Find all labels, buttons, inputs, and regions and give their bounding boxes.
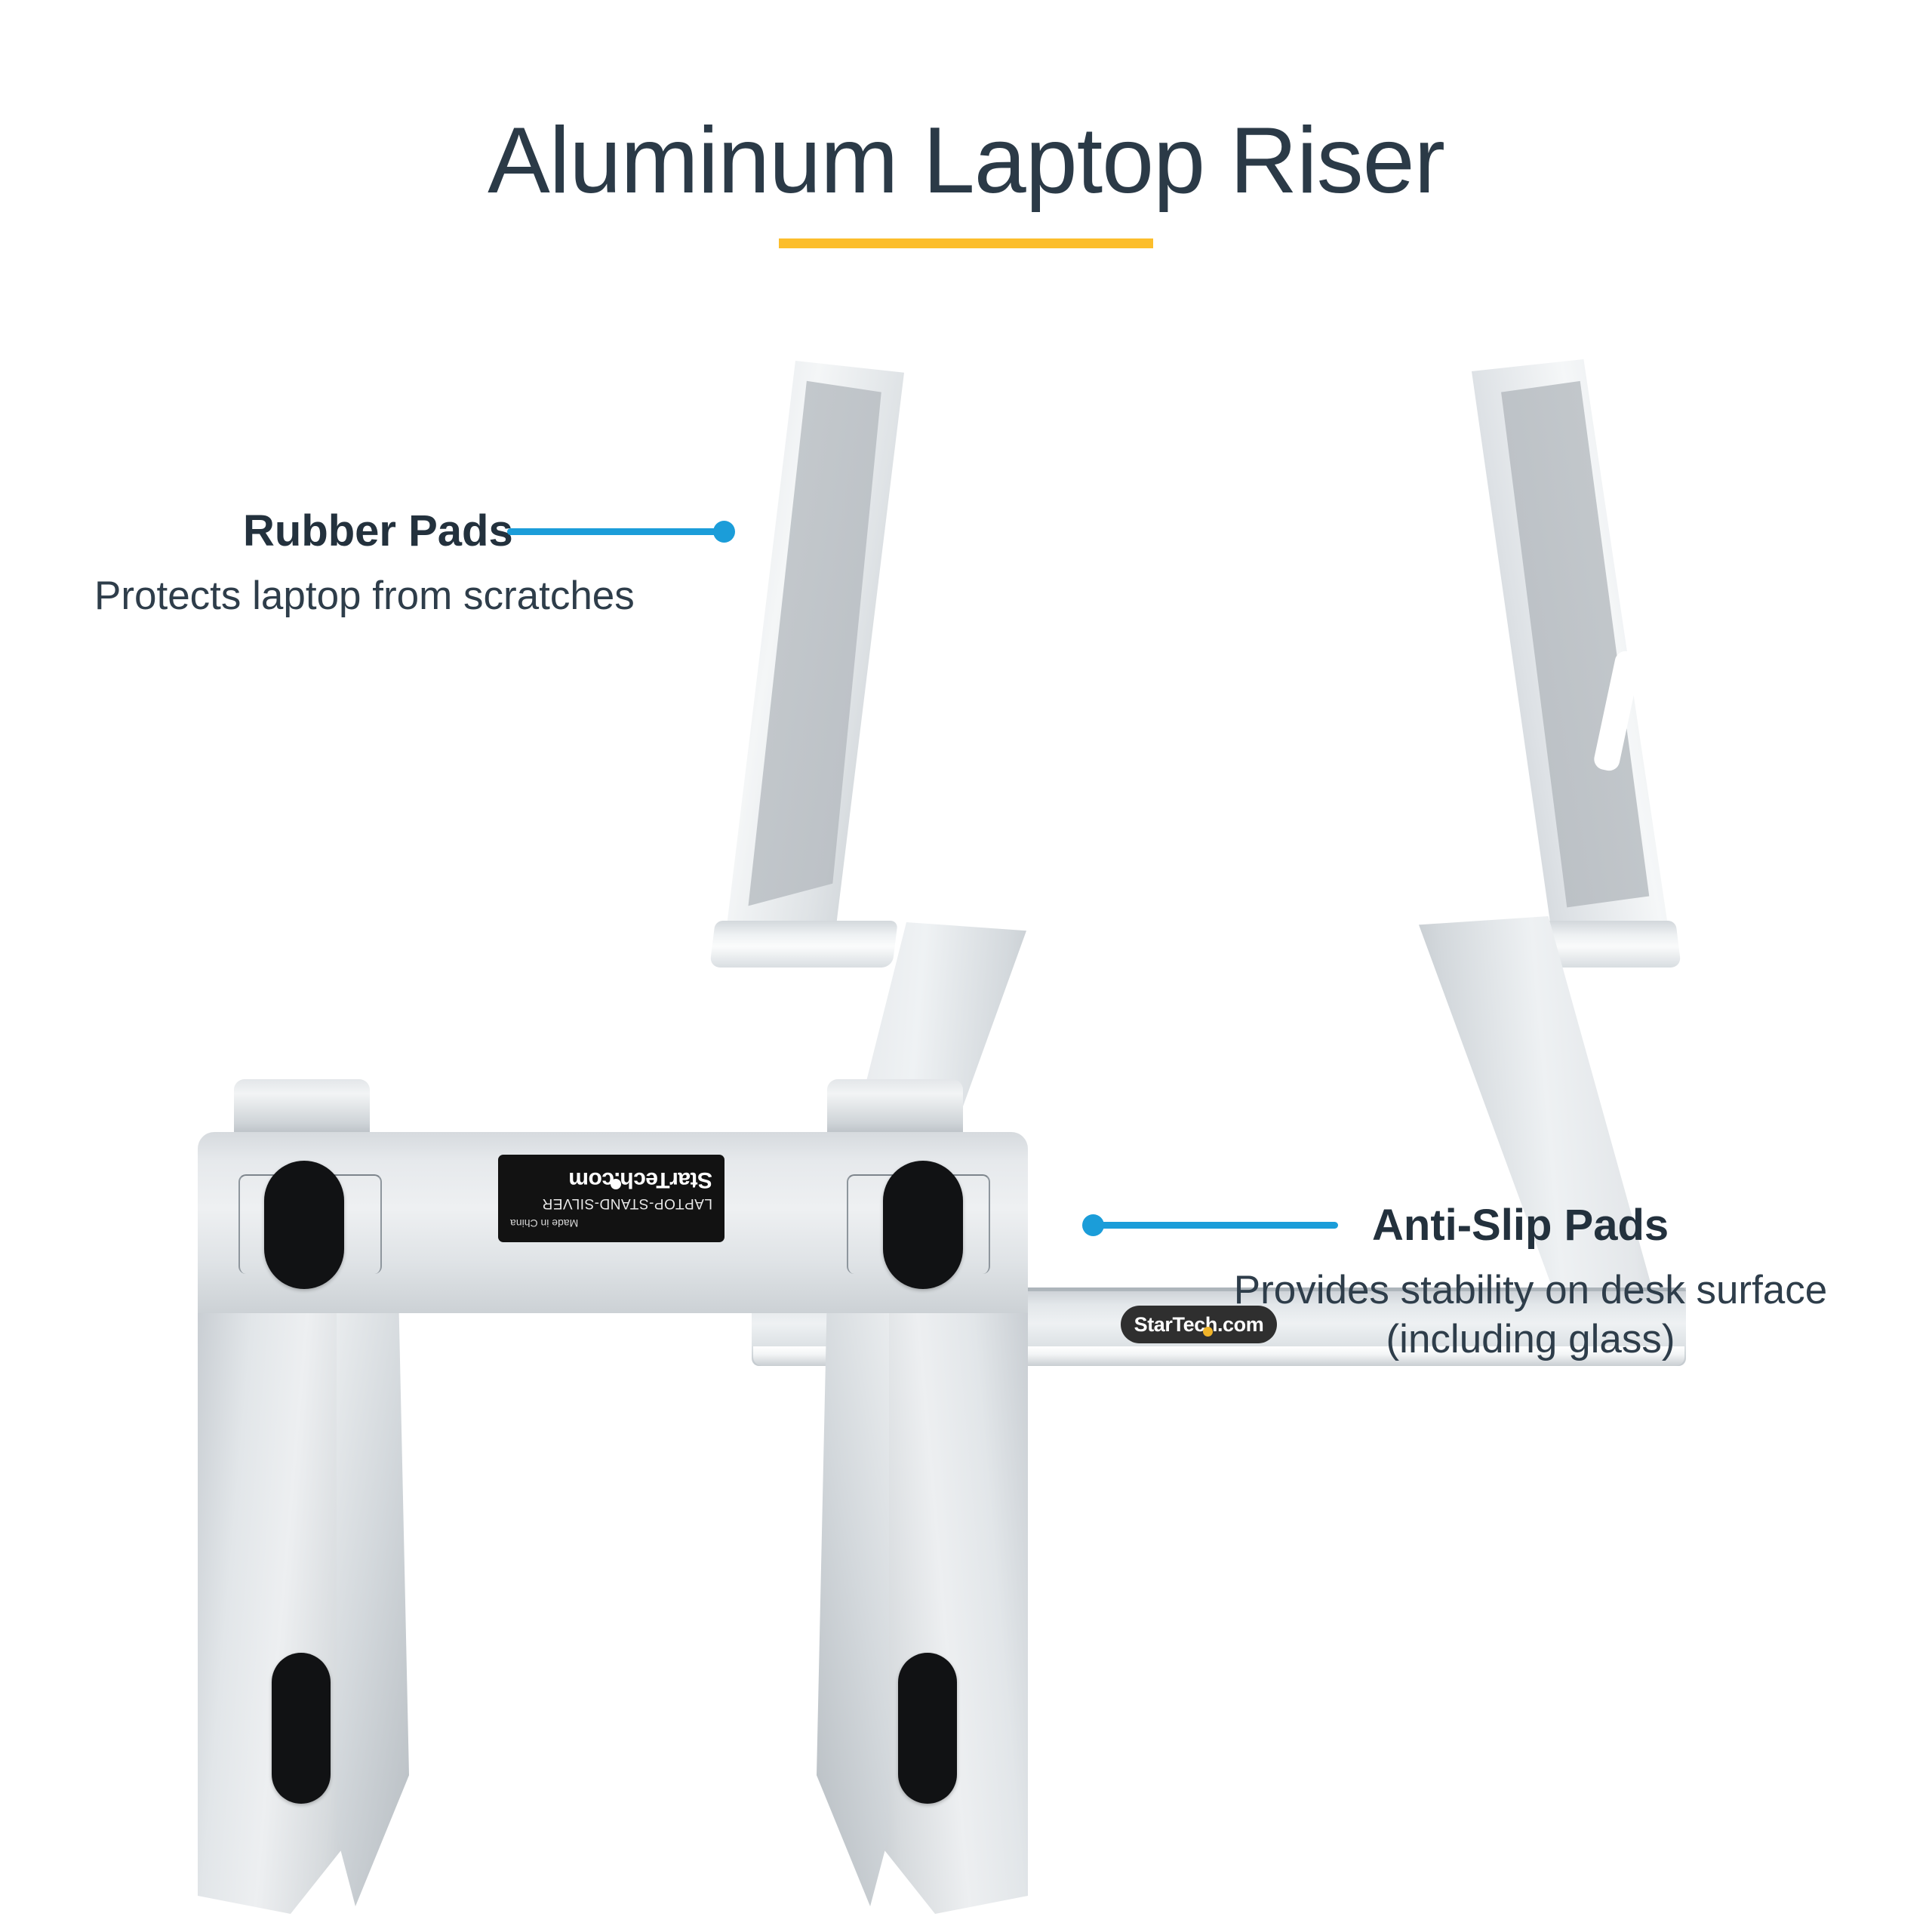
riser-arm-left	[709, 361, 904, 968]
riser-hook-tab-left	[234, 1079, 370, 1135]
product-spec-label: Made in China LAPTOP-STAND-SILVER StarTe…	[498, 1155, 724, 1242]
callout-description-anti-slip-pads: Provides stability on desk surface (incl…	[1206, 1266, 1855, 1364]
underside-leg-left	[198, 1310, 358, 1914]
label-origin-text: Made in China	[510, 1217, 579, 1230]
callout-leader-dot-rubber-pads	[713, 521, 735, 543]
label-brand-text: StarTech.com	[568, 1168, 712, 1193]
callout-leader-line-rubber-pads	[507, 528, 724, 535]
underside-leg-right-edge	[817, 1310, 889, 1906]
underside-leg-left-edge	[337, 1310, 409, 1906]
product-image-side-view: StarTech.com	[709, 349, 1736, 1366]
callout-title-anti-slip-pads: Anti-Slip Pads	[1372, 1201, 1669, 1250]
startech-logo-text: StarTech.com	[1134, 1312, 1264, 1336]
product-image-underside-view: Made in China LAPTOP-STAND-SILVER StarTe…	[189, 1079, 1094, 1917]
arm-left-front-lip	[709, 921, 898, 968]
title-underline-rule	[779, 238, 1153, 248]
anti-slip-pad-top-right	[883, 1161, 963, 1289]
riser-hook-tab-right	[827, 1079, 963, 1135]
callout-leader-dot-anti-slip-pads	[1082, 1214, 1104, 1236]
page-title: Aluminum Laptop Riser	[488, 109, 1445, 213]
anti-slip-pad-top-left	[264, 1161, 344, 1289]
callout-title-rubber-pads: Rubber Pads	[243, 506, 513, 555]
startech-logo-dot-icon	[1203, 1327, 1213, 1337]
anti-slip-pad-bottom-right	[898, 1653, 957, 1804]
startech-logo-badge: StarTech.com	[1121, 1306, 1277, 1343]
label-sku-text: LAPTOP-STAND-SILVER	[542, 1195, 712, 1212]
riser-arm-right	[1472, 359, 1681, 968]
anti-slip-pad-bottom-left	[272, 1653, 331, 1804]
label-brand-dot-icon	[611, 1179, 621, 1190]
callout-description-line-2: (including glass)	[1386, 1316, 1675, 1361]
callout-description-line-1: Provides stability on desk surface	[1233, 1268, 1828, 1312]
callout-description-rubber-pads: Protects laptop from scratches	[94, 574, 635, 618]
underside-leg-right	[868, 1310, 1028, 1914]
callout-leader-line-anti-slip-pads	[1089, 1222, 1338, 1229]
